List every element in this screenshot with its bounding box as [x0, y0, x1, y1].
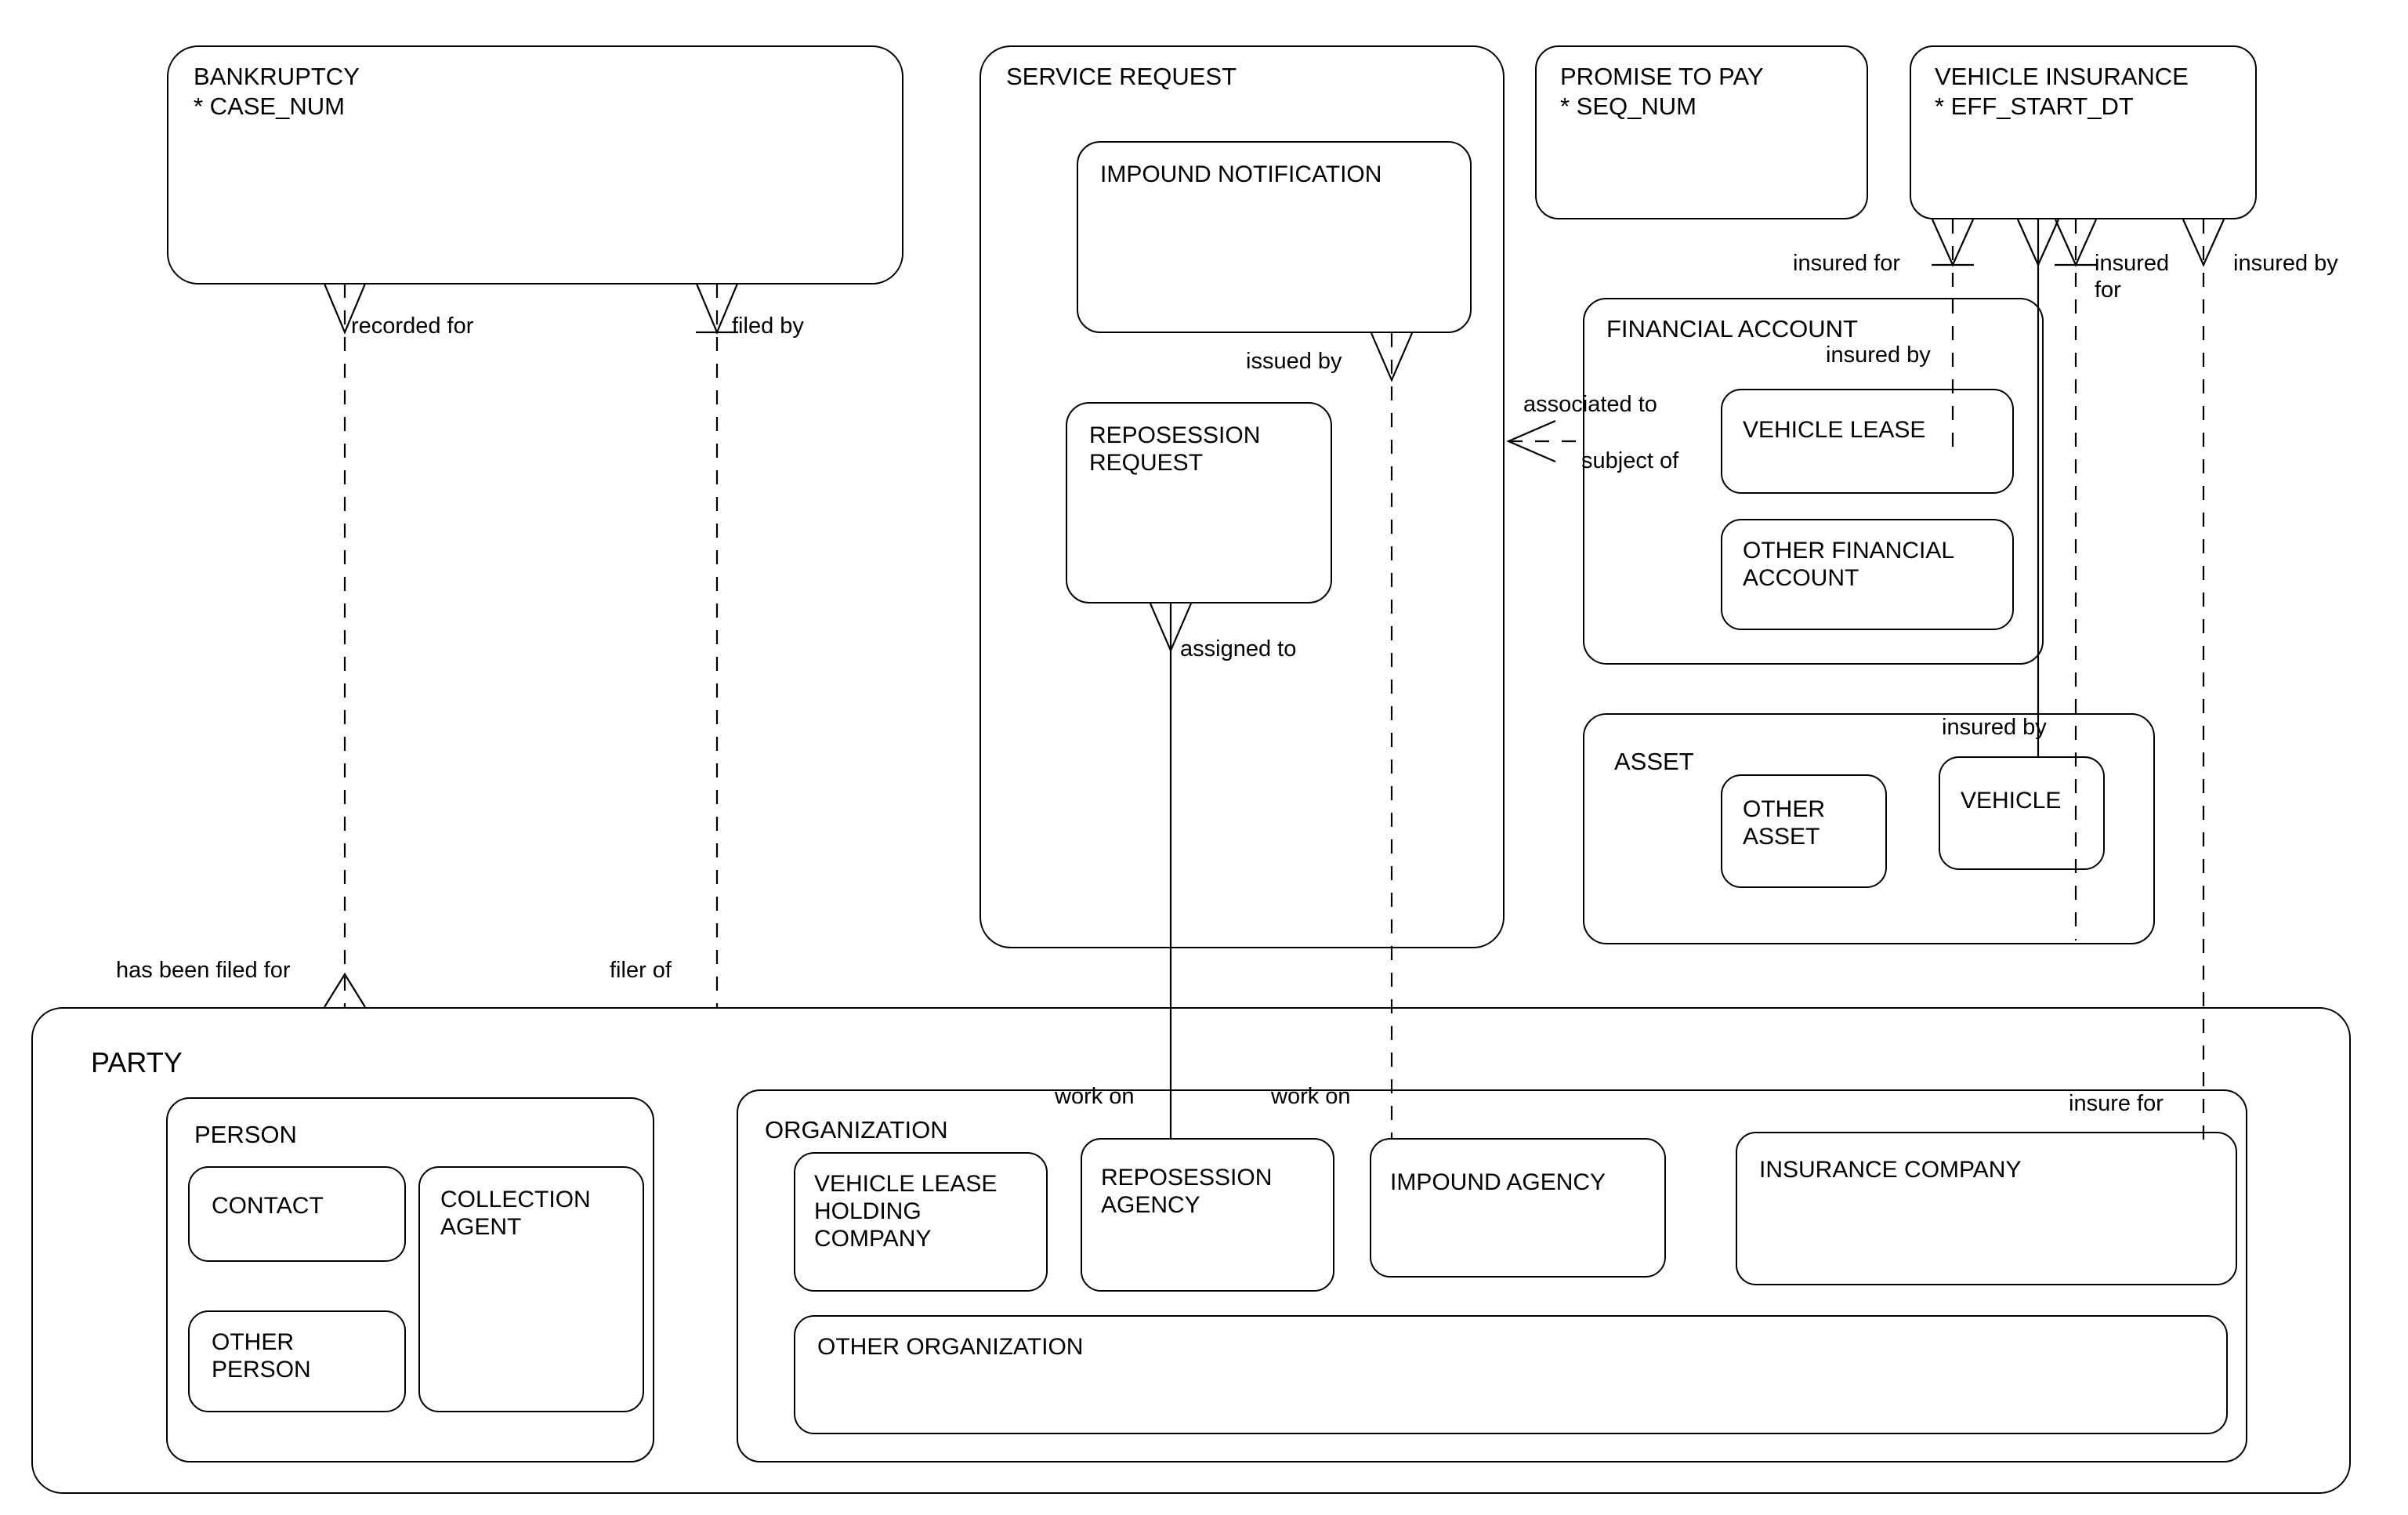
- entity-insurance-company-title: INSURANCE COMPANY: [1759, 1157, 2022, 1183]
- entity-financial-account-title: FINANCIAL ACCOUNT: [1606, 315, 1858, 343]
- entity-vehicle-lease-title: VEHICLE LEASE: [1743, 417, 1926, 443]
- label-insured-for-promise: insured for: [1793, 251, 1901, 276]
- label-work-on-reposession: work on: [1055, 1084, 1135, 1109]
- label-filed-by: filed by: [732, 314, 804, 339]
- entity-vehicle-insurance[interactable]: VEHICLE INSURANCE * EFF_START_DT: [1910, 45, 2257, 219]
- entity-service-request[interactable]: SERVICE REQUEST: [979, 45, 1505, 948]
- label-insured-by-asset: insured by: [1942, 715, 2047, 740]
- entity-asset-title: ASSET: [1614, 748, 1694, 775]
- entity-asset[interactable]: ASSET: [1583, 713, 2155, 944]
- entity-service-request-title: SERVICE REQUEST: [1006, 63, 1237, 90]
- entity-insurance-company[interactable]: INSURANCE COMPANY: [1736, 1132, 2237, 1285]
- label-insured-by-financial-account: insured by: [1826, 343, 1931, 368]
- entity-impound-notification-title: IMPOUND NOTIFICATION: [1100, 161, 1382, 187]
- entity-vehicle-lease-holding-company-title: VEHICLE LEASE HOLDING COMPANY: [814, 1171, 998, 1252]
- entity-other-financial-account[interactable]: OTHER FINANCIAL ACCOUNT: [1721, 519, 2014, 630]
- entity-promise-to-pay-title: PROMISE TO PAY: [1560, 63, 1764, 90]
- entity-contact[interactable]: CONTACT: [188, 1166, 406, 1262]
- entity-other-asset[interactable]: OTHER ASSET: [1721, 774, 1887, 888]
- entity-collection-agent-title: COLLECTION AGENT: [440, 1187, 591, 1240]
- label-insured-by-right: insured by: [2233, 251, 2338, 276]
- line-bankruptcy-recorded-for: [323, 283, 367, 1008]
- entity-financial-account[interactable]: FINANCIAL ACCOUNT: [1583, 298, 2044, 665]
- entity-impound-notification[interactable]: IMPOUND NOTIFICATION: [1077, 141, 1472, 333]
- entity-other-organization-title: OTHER ORGANIZATION: [817, 1334, 1084, 1360]
- label-issued-by: issued by: [1246, 349, 1342, 374]
- entity-party-title: PARTY: [91, 1046, 183, 1078]
- entity-reposession-agency[interactable]: REPOSESSION AGENCY: [1081, 1138, 1334, 1292]
- entity-contact-title: CONTACT: [212, 1193, 324, 1219]
- entity-vehicle-title: VEHICLE: [1961, 788, 2062, 814]
- entity-organization-title: ORGANIZATION: [765, 1116, 948, 1143]
- entity-vehicle-lease[interactable]: VEHICLE LEASE: [1721, 389, 2014, 494]
- entity-party[interactable]: PARTY: [31, 1007, 2351, 1494]
- entity-person-title: PERSON: [194, 1121, 297, 1148]
- entity-reposession-request-title: REPOSESSION REQUEST: [1089, 422, 1261, 476]
- entity-bankruptcy-attribute: * CASE_NUM: [194, 92, 345, 120]
- entity-vehicle-insurance-title: VEHICLE INSURANCE: [1935, 63, 2189, 90]
- line-service-request-associated-to: [1506, 419, 1583, 463]
- label-recorded-for: recorded for: [351, 314, 474, 339]
- entity-other-person[interactable]: OTHER PERSON: [188, 1310, 406, 1412]
- label-insured-for-vehicle: insured for: [2095, 251, 2170, 303]
- label-filer-of: filer of: [610, 958, 672, 983]
- entity-reposession-request[interactable]: REPOSESSION REQUEST: [1066, 402, 1332, 603]
- entity-other-financial-account-title: OTHER FINANCIAL ACCOUNT: [1743, 538, 1955, 591]
- entity-vehicle[interactable]: VEHICLE: [1939, 756, 2105, 870]
- entity-reposession-agency-title: REPOSESSION AGENCY: [1101, 1165, 1273, 1218]
- entity-organization[interactable]: ORGANIZATION: [737, 1089, 2247, 1462]
- label-associated-to: associated to: [1523, 392, 1657, 417]
- entity-other-asset-title: OTHER ASSET: [1743, 796, 1825, 850]
- entity-vehicle-lease-holding-company[interactable]: VEHICLE LEASE HOLDING COMPANY: [794, 1152, 1048, 1292]
- entity-impound-agency[interactable]: IMPOUND AGENCY: [1370, 1138, 1666, 1278]
- entity-promise-to-pay-attribute: * SEQ_NUM: [1560, 92, 1696, 120]
- entity-other-person-title: OTHER PERSON: [212, 1329, 311, 1383]
- label-work-on-impound: work on: [1271, 1084, 1351, 1109]
- entity-bankruptcy-title: BANKRUPTCY: [194, 63, 360, 90]
- entity-promise-to-pay[interactable]: PROMISE TO PAY * SEQ_NUM: [1535, 45, 1868, 219]
- entity-vehicle-insurance-attribute: * EFF_START_DT: [1935, 92, 2134, 120]
- label-has-been-filed-for: has been filed for: [116, 958, 291, 983]
- entity-person[interactable]: PERSON: [166, 1097, 654, 1462]
- entity-collection-agent[interactable]: COLLECTION AGENT: [418, 1166, 644, 1412]
- label-assigned-to: assigned to: [1180, 636, 1297, 661]
- entity-impound-agency-title: IMPOUND AGENCY: [1390, 1169, 1606, 1195]
- entity-other-organization[interactable]: OTHER ORGANIZATION: [794, 1315, 2228, 1434]
- label-insure-for: insure for: [2069, 1091, 2164, 1116]
- entity-bankruptcy[interactable]: BANKRUPTCY * CASE_NUM: [167, 45, 903, 285]
- line-bankruptcy-filed-by: [695, 283, 739, 1007]
- label-subject-of: subject of: [1581, 448, 1679, 473]
